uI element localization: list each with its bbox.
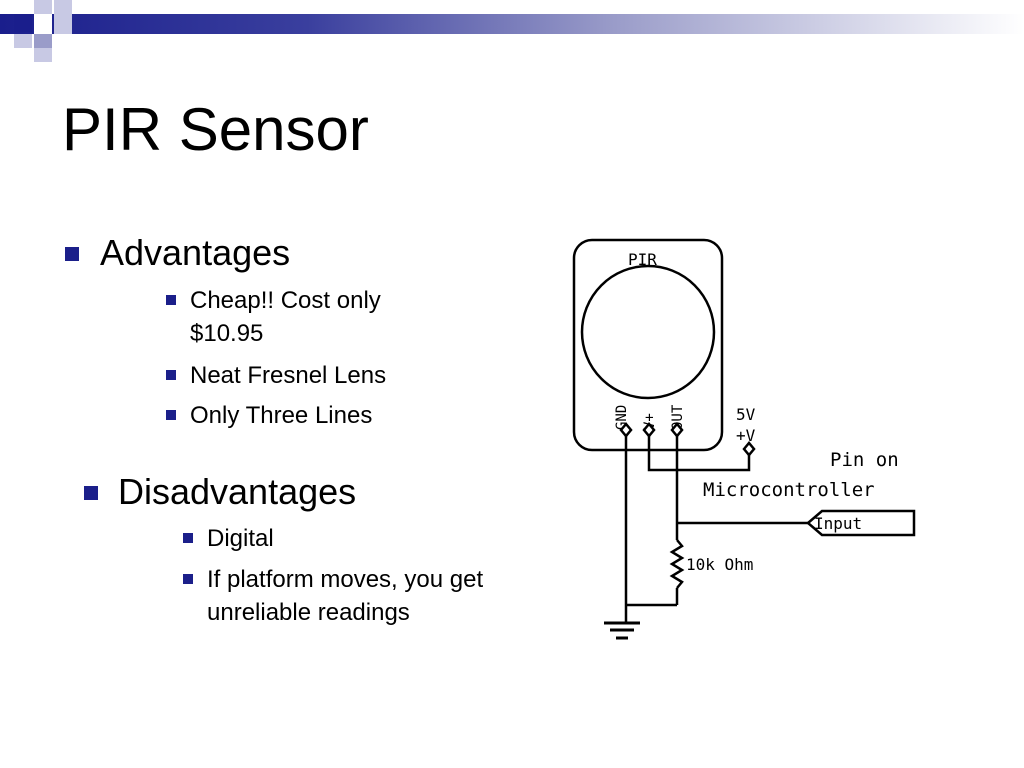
pin-on-label: Pin on [830, 449, 899, 471]
header-squares-decoration [0, 0, 90, 70]
section-heading-text: Advantages [100, 232, 291, 273]
list-item-text: Only Three Lines [190, 402, 373, 429]
fresnel-lens-circle [580, 264, 716, 400]
list-item: Neat Fresnel Lens [166, 359, 490, 392]
list-item: Digital [183, 522, 507, 555]
microcontroller-label: Microcontroller [703, 479, 875, 501]
supply-5v-label: 5V [736, 405, 756, 424]
square-bullet-icon [166, 370, 176, 380]
square-bullet-icon [166, 410, 176, 420]
square-bullet-icon [183, 533, 193, 543]
list-item: Only Three Lines [166, 399, 490, 432]
slide-title: PIR Sensor [62, 96, 369, 163]
list-item-text: If platform moves, you get unreliable re… [207, 566, 484, 626]
section-heading-text: Disadvantages [118, 471, 357, 512]
pin-out-terminal [670, 422, 684, 438]
input-label: Input [814, 514, 862, 533]
supply-plus-v-label: +V [736, 426, 756, 445]
list-item-text: Neat Fresnel Lens [190, 362, 387, 389]
pin-gnd-terminal [619, 422, 633, 438]
list-item: If platform moves, you get unreliable re… [183, 563, 507, 629]
list-item-text: Cheap!! Cost only $10.95 [190, 287, 381, 347]
input-connector-tag [806, 509, 916, 537]
section-heading-disadvantages: Disadvantages [84, 471, 357, 512]
pir-label: PIR [628, 250, 657, 269]
pir-circuit-diagram: PIR GND V+ OUT Input 5V +V Pin on Microc… [572, 238, 916, 640]
pin-vplus-terminal [642, 422, 656, 438]
resistor-label: 10k Ohm [686, 555, 753, 574]
square-bullet-icon [183, 574, 193, 584]
square-bullet-icon [166, 295, 176, 305]
supply-terminal [742, 441, 756, 457]
list-item-text: Digital [207, 525, 274, 552]
square-bullet-icon [65, 247, 79, 261]
square-bullet-icon [84, 486, 98, 500]
header-gradient-band [0, 14, 1024, 34]
section-heading-advantages: Advantages [65, 232, 291, 273]
pin-out-label: OUT [670, 404, 686, 430]
list-item: Cheap!! Cost only $10.95 [166, 284, 450, 350]
